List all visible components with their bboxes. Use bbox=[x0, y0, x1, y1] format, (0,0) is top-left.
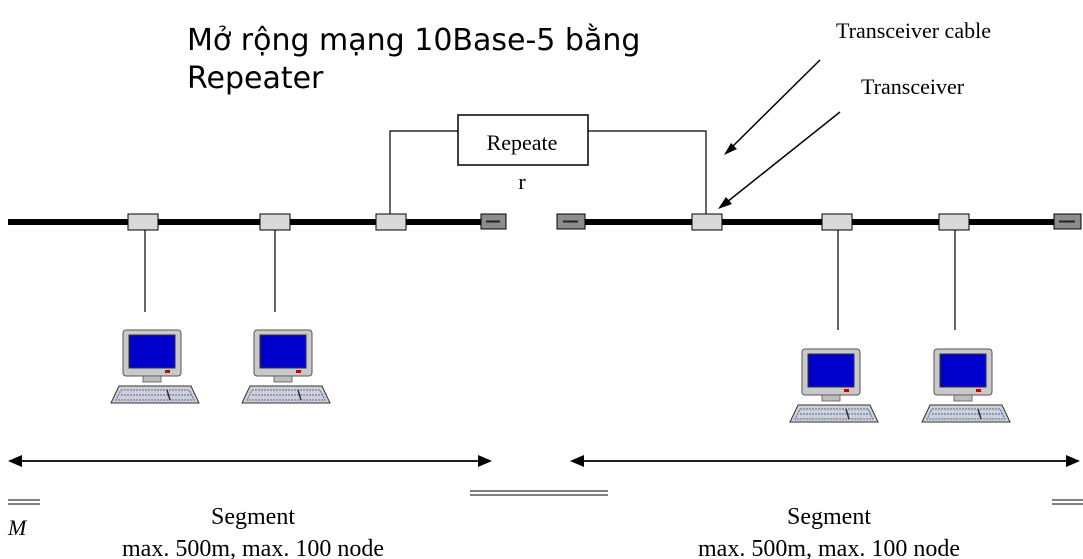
terminator-right-end bbox=[1053, 213, 1082, 230]
transceiver-pointer bbox=[718, 111, 841, 209]
divider-rules bbox=[8, 490, 1083, 505]
diagram-title-line-2: Repeater bbox=[187, 61, 324, 96]
transceiver-tap-6 bbox=[938, 213, 970, 231]
transceiver-cable-label: Transceiver cable bbox=[836, 18, 991, 43]
computer-icon bbox=[241, 329, 331, 404]
repeater-label-line-1: Repeate bbox=[487, 130, 558, 155]
transceiver-tap-5 bbox=[821, 213, 853, 231]
computer-icon bbox=[921, 348, 1011, 423]
segment-span-arrow-left bbox=[8, 455, 492, 467]
transceiver-tap-2 bbox=[259, 213, 291, 231]
segment-right-spec: max. 500m, max. 100 node bbox=[698, 536, 960, 559]
transceiver-cable-pointer bbox=[724, 59, 821, 155]
segment-left-label: Segment bbox=[211, 504, 295, 530]
segment-left-spec: max. 500m, max. 100 node bbox=[122, 536, 384, 559]
diagram-title-line-1: Mở rộng mạng 10Base-5 bằng bbox=[187, 23, 640, 58]
computer-icon bbox=[110, 329, 200, 404]
transceiver-label: Transceiver bbox=[861, 74, 965, 99]
repeater-link-right bbox=[588, 130, 707, 214]
transceiver-tap-3 bbox=[375, 213, 407, 231]
segment-right-label: Segment bbox=[787, 504, 871, 530]
repeater-box bbox=[457, 114, 589, 166]
terminator-left bbox=[480, 213, 507, 230]
corner-text-fragment: M bbox=[7, 515, 28, 540]
terminator-right-start bbox=[556, 213, 586, 230]
segment-span-arrow-right bbox=[570, 455, 1080, 467]
repeater-link-left bbox=[389, 130, 458, 214]
repeater-label-line-2: r bbox=[518, 169, 526, 194]
transceiver-tap-1 bbox=[127, 213, 159, 231]
computer-icon bbox=[789, 348, 879, 423]
transceiver-tap-4 bbox=[691, 213, 723, 231]
